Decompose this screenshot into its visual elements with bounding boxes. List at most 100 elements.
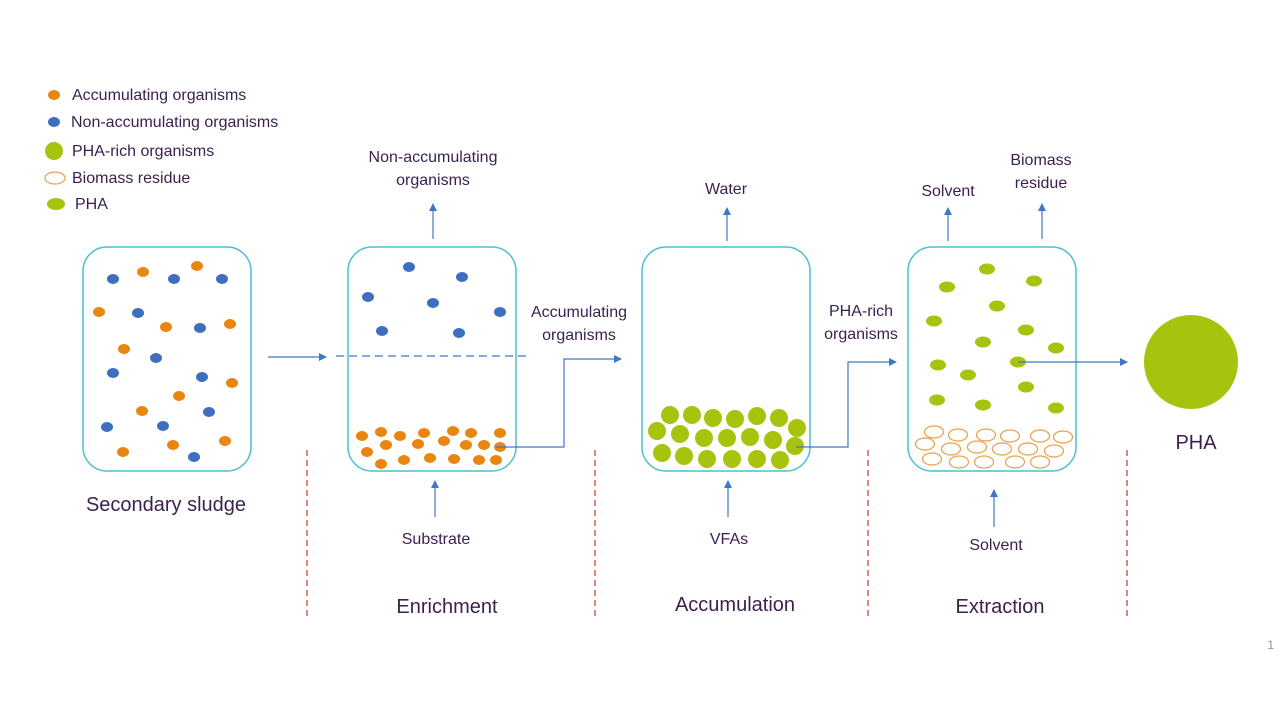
legend-label: Non-accumulating organisms — [71, 114, 278, 131]
accumulating-organism — [136, 406, 148, 416]
pha-rich-organism — [704, 409, 722, 427]
extraction-stage-label: Extraction — [956, 596, 1045, 618]
accumulating-organism — [394, 431, 406, 441]
pha-rich-organism — [661, 406, 679, 424]
pha-rich-organism — [675, 447, 693, 465]
accumulating-organism — [460, 440, 472, 450]
biomass-residue — [914, 437, 936, 451]
biomass-residue — [1029, 455, 1051, 469]
accumulating-transfer-label-line2: organisms — [542, 327, 616, 344]
pha-granule-icon — [47, 198, 65, 210]
biomass-residue — [921, 452, 943, 466]
secondary-sludge-stage-label: Secondary sludge — [86, 494, 246, 516]
accumulating-organism — [117, 447, 129, 457]
non-accumulating-organism — [107, 368, 119, 378]
enrichment-out-label-line2: organisms — [396, 172, 470, 189]
non-accumulating-organism — [194, 323, 206, 333]
biomass-residue-out-label-line2: residue — [1015, 175, 1068, 192]
accumulating-organism — [375, 427, 387, 437]
page-number: 1 — [1267, 638, 1274, 652]
pha-rich-organism — [653, 444, 671, 462]
non-accumulating-organism-icon — [48, 117, 60, 127]
pha-granule — [929, 394, 945, 406]
pha-rich-organism — [788, 419, 806, 437]
pha-rich-transfer-label-line2: organisms — [824, 326, 898, 343]
biomass-residue-out-label-line1: Biomass — [1010, 152, 1071, 169]
accumulating-organism — [160, 322, 172, 332]
pha-granule — [979, 263, 995, 275]
accumulating-organism — [219, 436, 231, 446]
pha-rich-organism — [723, 450, 741, 468]
non-accumulating-organism — [107, 274, 119, 284]
substrate-label: Substrate — [402, 531, 471, 548]
pha-rich-organism — [748, 450, 766, 468]
non-accumulating-organism — [456, 272, 468, 282]
solvent-in-label: Solvent — [969, 537, 1023, 554]
organism-particles — [93, 261, 1074, 469]
vfas-label: VFAs — [710, 531, 748, 548]
stage-dividers — [306, 450, 1128, 620]
accumulating-organism — [118, 344, 130, 354]
accumulating-organism — [438, 436, 450, 446]
biomass-residue — [999, 429, 1021, 443]
accumulation-stage-label: Accumulation — [675, 594, 795, 616]
legend-item-non-accumulating: Non-accumulating organisms — [48, 114, 278, 131]
pha-rich-organism — [741, 428, 759, 446]
non-accumulating-organism — [157, 421, 169, 431]
solvent-out-label: Solvent — [921, 183, 975, 200]
accumulating-organism — [412, 439, 424, 449]
water-label: Water — [705, 181, 748, 198]
accumulating-organism — [490, 455, 502, 465]
biomass-residue — [975, 428, 997, 442]
biomass-residue — [1004, 455, 1026, 469]
pha-rich-organism — [648, 422, 666, 440]
pha-rich-transfer-label-line1: PHA-rich — [829, 303, 893, 320]
pha-granule — [926, 315, 942, 327]
legend-label: Biomass residue — [72, 170, 190, 187]
biomass-residue — [1029, 429, 1051, 443]
legend-item-biomass-residue: Biomass residue — [44, 170, 190, 187]
pha-granule — [1048, 402, 1064, 414]
non-accumulating-organism — [376, 326, 388, 336]
accumulating-organism — [447, 426, 459, 436]
non-accumulating-organism — [216, 274, 228, 284]
pha-granule — [975, 336, 991, 348]
legend-item-pha: PHA — [47, 196, 108, 213]
accumulating-organism — [380, 440, 392, 450]
enrichment-vessel — [347, 246, 517, 472]
accumulation-vessel — [641, 246, 811, 472]
accumulating-organism — [375, 459, 387, 469]
non-accumulating-organism — [132, 308, 144, 318]
accumulating-transfer-label-line1: Accumulating — [531, 304, 627, 321]
accumulating-organism — [226, 378, 238, 388]
pha-product-label: PHA — [1175, 432, 1217, 454]
accumulating-organism — [473, 455, 485, 465]
flow-arrows — [268, 203, 1128, 527]
pha-granule — [975, 399, 991, 411]
non-accumulating-organism — [196, 372, 208, 382]
pha-granule — [1026, 275, 1042, 287]
biomass-residue — [948, 455, 970, 469]
pha-granule — [989, 300, 1005, 312]
biomass-residue — [947, 428, 969, 442]
pha-rich-organism — [771, 451, 789, 469]
non-accumulating-organism — [203, 407, 215, 417]
accumulating-organism — [465, 428, 477, 438]
accumulating-organism-icon — [48, 90, 60, 100]
accumulating-organism — [478, 440, 490, 450]
biomass-residue — [991, 442, 1013, 456]
accumulating-organism — [137, 267, 149, 277]
extraction-vessel — [907, 246, 1077, 472]
accumulating-organism — [494, 428, 506, 438]
enrichment-out-label-line1: Non-accumulating — [369, 149, 498, 166]
biomass-residue — [940, 442, 962, 456]
pha-rich-organism — [718, 429, 736, 447]
non-accumulating-organism — [453, 328, 465, 338]
biomass-residue-icon — [44, 171, 66, 185]
accumulating-organism — [173, 391, 185, 401]
pha-rich-organism — [698, 450, 716, 468]
pha-rich-organism — [770, 409, 788, 427]
biomass-residue — [973, 455, 995, 469]
pha-rich-organism — [764, 431, 782, 449]
